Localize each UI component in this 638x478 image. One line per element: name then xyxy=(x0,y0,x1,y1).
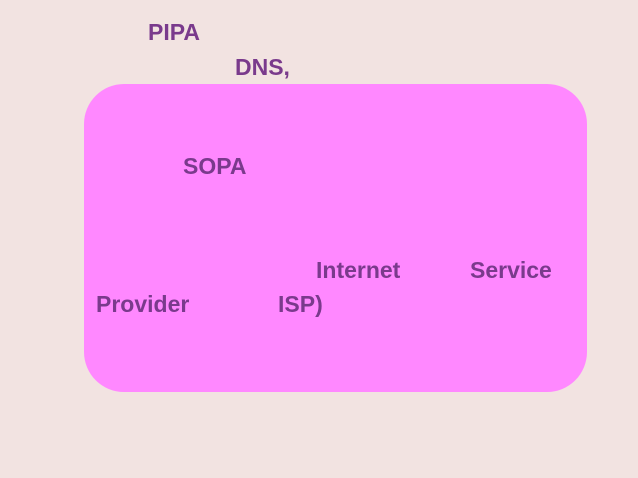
text-isp: ISP) xyxy=(278,291,323,317)
text-service: Service xyxy=(470,257,552,283)
text-internet: Internet xyxy=(316,257,401,283)
text-provider: Provider xyxy=(96,291,190,317)
text-pipa: PIPA xyxy=(148,19,200,45)
text-sopa: SOPA xyxy=(183,153,247,179)
text-dns: DNS, xyxy=(235,54,290,80)
rounded-rectangle-shape xyxy=(84,84,587,392)
